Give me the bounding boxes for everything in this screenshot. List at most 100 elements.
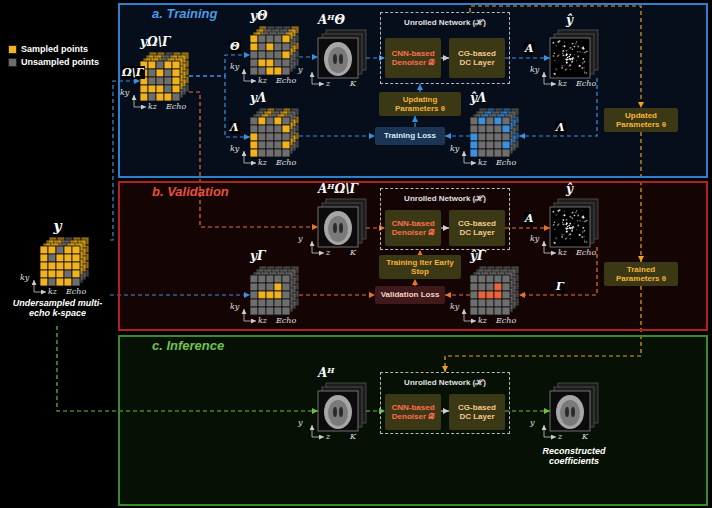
edge-label: Λ <box>555 121 566 134</box>
flow-connector <box>366 410 385 411</box>
axis-arrow <box>312 425 313 437</box>
kspace-cell <box>282 141 290 149</box>
kspace-cell <box>274 283 282 291</box>
kspace-layer <box>479 266 519 306</box>
kspace-noise <box>581 40 583 42</box>
kspace-cell <box>73 261 81 269</box>
kspace-cell <box>258 59 266 67</box>
kspace-cube: yΛ <box>250 108 299 157</box>
kspace-cell <box>148 77 156 85</box>
kspace-cell <box>503 298 511 306</box>
axis-label: ky <box>530 234 539 243</box>
kspace-noise <box>584 71 585 72</box>
flow-connector <box>445 286 641 372</box>
kspace-cell <box>486 133 494 141</box>
kspace-cell <box>494 149 502 157</box>
kspace-cell <box>172 77 180 85</box>
kspace-noise <box>582 227 584 229</box>
kspace-noise <box>577 51 579 53</box>
kspace-noise <box>562 50 564 52</box>
kspace-noise <box>561 67 563 69</box>
kspace-cell <box>48 262 56 270</box>
kspace-noise <box>565 50 567 52</box>
kspace-cell <box>274 291 282 299</box>
kspace-cell <box>266 275 274 283</box>
volume-frame <box>318 38 358 78</box>
kspace-cell <box>486 125 494 133</box>
kspace-noise <box>554 53 556 55</box>
kspace-noise <box>577 46 579 48</box>
kspace-noise <box>564 42 565 43</box>
process-box: CG-based DC Layer <box>449 394 505 430</box>
kspace-cell <box>486 149 494 157</box>
variable-label: Aᴴ <box>318 366 334 380</box>
axis-arrow <box>544 241 545 253</box>
box-label: Updating Parameters θ <box>382 95 458 113</box>
caption: Undersampled multi-echo k-space <box>5 298 110 319</box>
kspace-cell <box>274 125 282 133</box>
axis-label: y <box>298 234 303 243</box>
axis-label: y <box>530 418 535 427</box>
kspace-cell <box>274 59 282 67</box>
kspace-cell <box>494 291 502 299</box>
axis-arrow <box>464 321 476 322</box>
process-box: Updating Parameters θ <box>379 92 461 116</box>
variable-label: ŷΛ <box>470 91 486 105</box>
kspace-cell <box>250 283 258 291</box>
kspace-cell <box>502 291 510 299</box>
axis-label: z <box>326 248 330 257</box>
axis-label: z <box>558 432 562 441</box>
kspace-cell <box>470 307 478 315</box>
axis-label: Echo <box>496 158 516 167</box>
variable-label: yΘ <box>250 9 267 23</box>
axis-arrow <box>244 321 256 322</box>
kspace-noise <box>579 65 581 67</box>
kspace-cell <box>282 133 290 141</box>
kspace-layer <box>473 272 513 312</box>
brain-image <box>339 223 343 233</box>
kspace-noise <box>556 45 558 47</box>
kspace-cell <box>72 278 80 286</box>
kspace-cell <box>73 269 81 277</box>
axis-arrow <box>312 72 313 84</box>
kspace-layer <box>256 111 296 151</box>
kspace-noise <box>574 54 575 55</box>
kspace-cell <box>64 254 72 262</box>
kspace-cell <box>274 307 282 315</box>
legend-label: Unsampled points <box>21 57 99 67</box>
kspace-cell <box>164 93 172 101</box>
kspace-cell <box>72 270 80 278</box>
kspace-cell <box>502 117 510 125</box>
kspace-cell <box>250 117 258 125</box>
kspace-layer <box>250 35 290 75</box>
kspace-noise <box>558 223 560 225</box>
kspace-cell <box>503 282 511 290</box>
kspace-cell <box>470 283 478 291</box>
kspace-noise <box>568 66 569 67</box>
kspace-cell <box>156 61 164 69</box>
kspace-cell <box>486 117 494 125</box>
axis-arrow <box>312 253 324 254</box>
kspace-layer <box>259 108 299 148</box>
kspace-noise <box>579 65 580 66</box>
mri-volume: Aᴴ <box>318 383 366 431</box>
kspace-noise <box>582 221 583 222</box>
kspace-noise <box>569 54 571 56</box>
kspace-noise <box>566 62 568 64</box>
flow-connector <box>366 57 385 58</box>
kspace-noise <box>581 209 583 211</box>
kspace-noise <box>555 237 557 239</box>
kspace-cell <box>274 67 282 75</box>
kspace-cell <box>56 254 64 262</box>
kspace-noise <box>564 214 566 216</box>
kspace-noise <box>571 61 573 63</box>
kspace-cell <box>283 58 291 66</box>
kspace-cell <box>266 299 274 307</box>
kspace-noise <box>569 233 571 235</box>
kspace-cell <box>250 35 258 43</box>
variable-label: ŷ <box>566 182 573 196</box>
kspace-cell <box>266 283 274 291</box>
